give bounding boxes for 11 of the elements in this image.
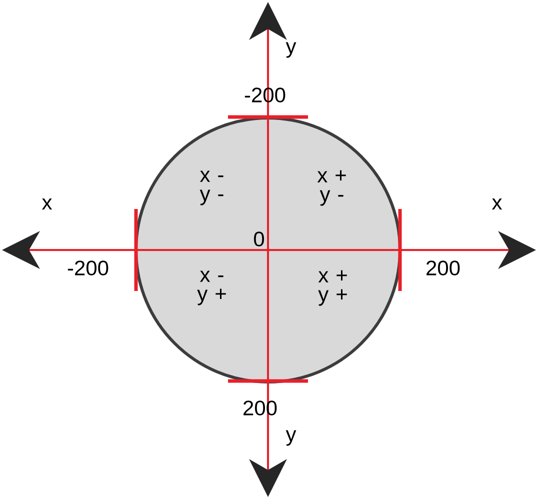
quadrant-label: x - y - xyxy=(200,170,224,206)
quadrant-label: x + y - xyxy=(317,170,346,206)
quadrant-label: x - y + xyxy=(197,270,226,306)
axis-label: y xyxy=(286,430,296,446)
axis-label: x xyxy=(492,198,502,210)
axis-label: y xyxy=(286,42,296,58)
tick-label: -200 xyxy=(68,260,108,276)
quadrant-label: x + y + xyxy=(318,270,347,306)
tick-label: 200 xyxy=(426,260,460,276)
axis-label: x xyxy=(42,198,52,210)
origin-label: 0 xyxy=(254,232,264,246)
